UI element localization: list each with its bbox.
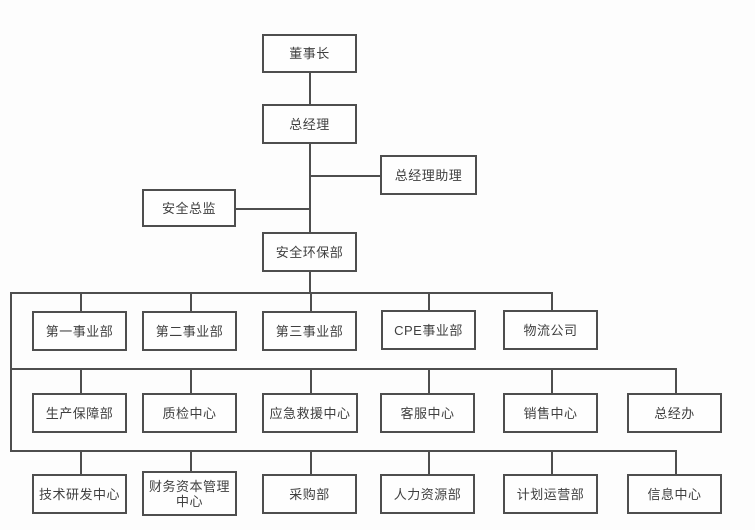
connector-line: [309, 175, 380, 177]
org-node-safety-director: 安全总监: [142, 189, 236, 227]
connector-line: [10, 368, 675, 370]
org-node-quality-center: 质检中心: [142, 393, 237, 433]
org-node-division-2: 第二事业部: [142, 311, 237, 351]
connector-line: [310, 292, 312, 311]
org-node-general-manager: 总经理: [262, 104, 357, 144]
org-node-rd-center: 技术研发中心: [32, 474, 127, 514]
org-node-gm-assistant: 总经理助理: [380, 155, 477, 195]
org-node-finance-capital: 财务资本管理中心: [142, 471, 237, 516]
connector-line: [428, 450, 430, 474]
org-node-safety-env-dept: 安全环保部: [262, 232, 357, 272]
connector-line: [675, 368, 677, 393]
org-node-division-1: 第一事业部: [32, 311, 127, 351]
connector-line: [551, 292, 553, 310]
connector-line: [675, 450, 677, 474]
connector-line: [428, 292, 430, 310]
org-node-customer-service: 客服中心: [380, 393, 475, 433]
org-node-chairman: 董事长: [262, 34, 357, 73]
org-node-production-support: 生产保障部: [32, 393, 127, 433]
org-node-cpe-division: CPE事业部: [381, 310, 476, 350]
org-node-emergency-center: 应急救援中心: [262, 393, 358, 433]
org-node-division-3: 第三事业部: [262, 311, 357, 351]
connector-line: [190, 450, 192, 471]
connector-line: [551, 450, 553, 474]
connector-line: [80, 368, 82, 393]
org-node-purchasing-dept: 采购部: [262, 474, 357, 514]
connector-line: [80, 450, 82, 474]
connector-line: [309, 73, 311, 104]
org-node-hr-dept: 人力资源部: [380, 474, 475, 514]
org-node-info-center: 信息中心: [627, 474, 722, 514]
connector-line: [190, 368, 192, 393]
connector-line: [80, 292, 82, 311]
connector-line: [10, 450, 675, 452]
org-node-logistics-company: 物流公司: [503, 310, 598, 350]
org-node-planning-ops: 计划运营部: [503, 474, 598, 514]
connector-line: [10, 292, 551, 294]
connector-line: [10, 292, 12, 450]
connector-line: [236, 208, 309, 210]
connector-line: [309, 144, 311, 232]
connector-line: [428, 368, 430, 393]
org-node-gm-office: 总经办: [627, 393, 722, 433]
connector-line: [309, 272, 311, 292]
org-node-sales-center: 销售中心: [503, 393, 598, 433]
connector-line: [551, 368, 553, 393]
connector-line: [190, 292, 192, 311]
connector-line: [310, 368, 312, 393]
connector-line: [310, 450, 312, 474]
